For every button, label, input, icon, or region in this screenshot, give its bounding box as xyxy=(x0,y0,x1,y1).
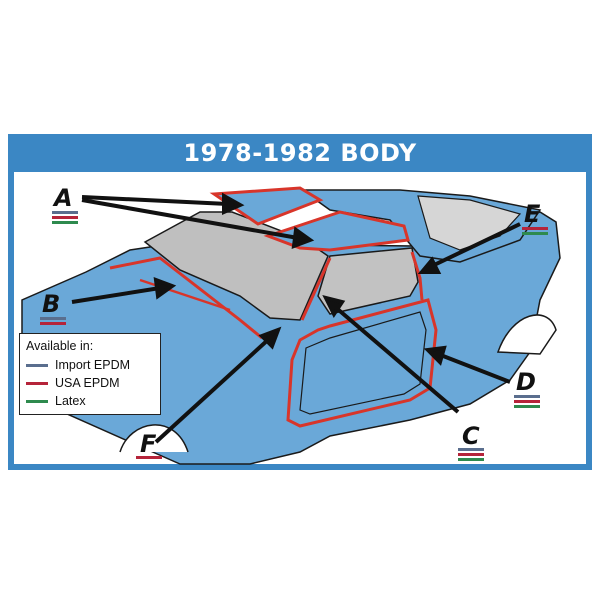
swatch-e-usa-epdm xyxy=(522,227,548,230)
swatch-d-usa-epdm xyxy=(514,400,540,403)
arrow-d-head xyxy=(423,345,447,366)
legend-usa-epdm-label: USA EPDM xyxy=(55,376,120,390)
swatch-d-import-epdm xyxy=(514,395,540,398)
arrow-a1-head xyxy=(222,192,245,216)
t-top-panel-front xyxy=(209,186,324,226)
arrow-a2-head xyxy=(291,226,315,250)
swatch-b-usa-epdm xyxy=(40,322,66,325)
callout-b: B xyxy=(42,290,60,318)
swatch-a-latex xyxy=(52,221,78,224)
cowl-seal xyxy=(109,256,263,340)
legend-item-latex: Latex xyxy=(26,394,86,408)
front-wheel-arch xyxy=(119,424,189,453)
swatch-e-latex xyxy=(522,232,548,235)
arrow-e xyxy=(431,222,521,268)
legend-item-usa-epdm: USA EPDM xyxy=(26,376,120,390)
pillar-seal xyxy=(410,251,424,301)
arrow-d xyxy=(437,352,511,384)
swatch-a-import-epdm xyxy=(52,211,78,214)
callout-d-letter: D xyxy=(516,368,536,396)
legend-heading: Available in: xyxy=(26,339,94,353)
legend-latex-line xyxy=(26,399,48,403)
legend-import-epdm-label: Import EPDM xyxy=(55,358,131,372)
arrow-c-head xyxy=(322,295,346,318)
legend-box: Available in: Import EPDM USA EPDM Latex xyxy=(19,333,161,415)
callout-f-letter: F xyxy=(140,430,157,458)
arrow-b xyxy=(71,286,161,304)
callout-b-letter: B xyxy=(42,290,61,318)
legend-import-epdm-line xyxy=(26,363,48,367)
diagram-title: 1978-1982 BODY xyxy=(183,139,417,167)
callout-d: D xyxy=(516,368,536,396)
callout-f: F xyxy=(140,430,156,458)
swatch-f-usa-epdm xyxy=(136,456,162,459)
callout-a: A xyxy=(54,184,73,212)
swatch-c-import-epdm xyxy=(458,448,484,451)
arrow-e-head xyxy=(417,256,442,274)
swatch-b-import-epdm xyxy=(40,317,66,320)
windshield-seal xyxy=(300,257,332,321)
swatch-c-latex xyxy=(458,458,484,461)
callout-e-letter: E xyxy=(524,200,541,228)
arrow-a2 xyxy=(81,198,299,240)
arrow-c xyxy=(332,304,460,414)
arrow-f-head xyxy=(258,326,282,350)
rear-wheel-arch xyxy=(496,314,557,355)
callout-a-letter: A xyxy=(54,184,73,212)
arrow-f xyxy=(154,336,272,444)
swatch-d-latex xyxy=(514,405,540,408)
arrow-a1 xyxy=(81,195,229,206)
side-window-glass xyxy=(317,247,419,315)
arrow-b-head xyxy=(153,276,177,300)
swatch-c-usa-epdm xyxy=(458,453,484,456)
arrows xyxy=(71,192,521,444)
legend-usa-epdm-line xyxy=(26,381,48,385)
callout-c: C xyxy=(462,422,480,450)
callout-e: E xyxy=(524,200,540,228)
legend-latex-label: Latex xyxy=(55,394,86,408)
callout-c-letter: C xyxy=(462,422,480,450)
swatch-a-usa-epdm xyxy=(52,216,78,219)
legend-item-import-epdm: Import EPDM xyxy=(26,358,130,372)
